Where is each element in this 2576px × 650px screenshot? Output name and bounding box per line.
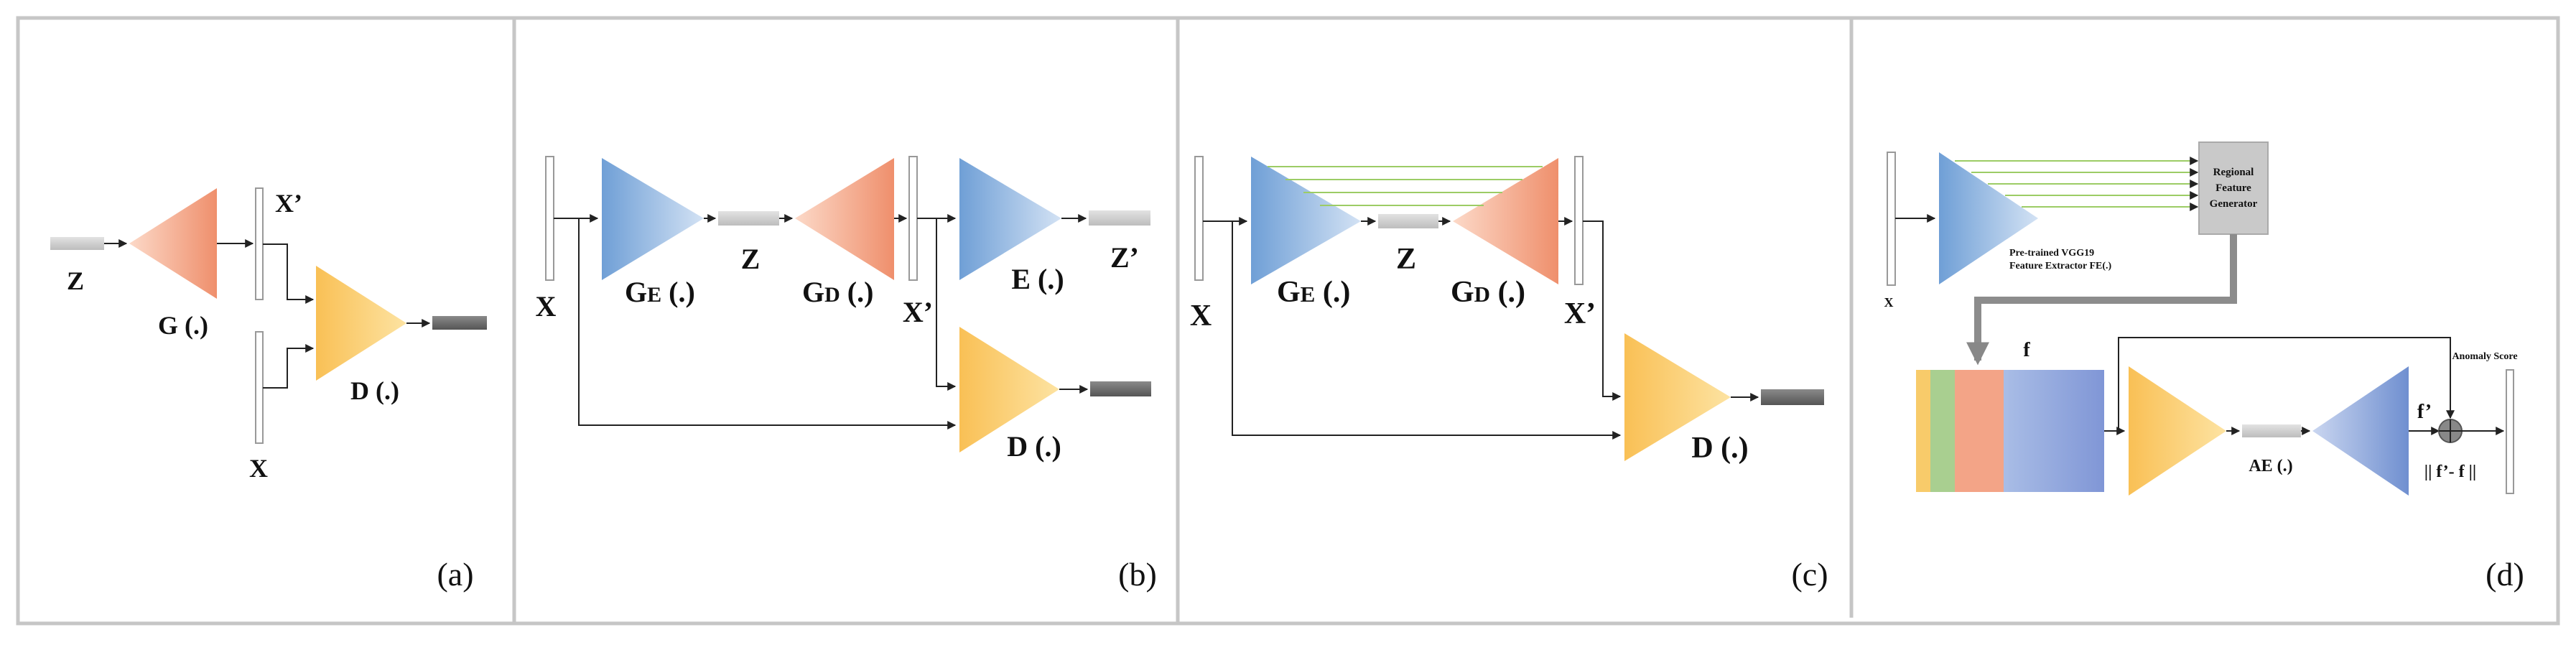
regional-label-line1: Regional (2213, 167, 2254, 178)
ge-label-sub: E (647, 283, 661, 307)
ae-latent-bar (2242, 424, 2301, 437)
feature-stack (1916, 370, 2104, 492)
z-label: Z (67, 266, 84, 295)
arrow-x-to-d (263, 344, 315, 389)
feature-map-blue (2004, 370, 2104, 492)
f-label: f (2023, 339, 2030, 361)
x-label: X (249, 454, 268, 483)
gd-label: GD (.) (1451, 276, 1525, 309)
feature-flow-arrow (1966, 234, 2237, 366)
panel-d-caption: (d) (2486, 556, 2524, 593)
decoder-gd-triangle (1453, 158, 1558, 284)
x-label: X (1190, 300, 1212, 333)
panel-c: X GE (.) Z GD (.) X’ D (.) (c) (1190, 156, 1828, 593)
diff-label: || f’- f || (2424, 463, 2476, 481)
ge-label-sub: E (1301, 282, 1316, 307)
discriminator-triangle (959, 327, 1059, 452)
generated-image-xprime (255, 187, 264, 300)
gd-label-sub: D (824, 283, 840, 307)
regional-label-line3: Generator (2210, 198, 2258, 210)
encoder-ge-triangle (1251, 157, 1361, 284)
ge-label-tail: (.) (1315, 276, 1350, 309)
ge-label: GE (.) (1277, 276, 1350, 309)
gd-label-tail: (.) (840, 276, 874, 308)
z-label: Z (1396, 243, 1416, 276)
arrow-xprime-to-d (263, 243, 315, 304)
encoder-ge-triangle (602, 158, 704, 280)
panel-d: Regional Feature Generator Pre-trained V… (1884, 141, 2524, 593)
anomaly-score-bar (2506, 369, 2514, 494)
ae-encoder-triangle (2129, 366, 2226, 496)
discriminator-label: D (.) (350, 376, 399, 405)
feature-map-green (1930, 370, 1956, 492)
arrow-f-to-diff (2118, 337, 2455, 431)
ge-label: GE (.) (625, 276, 695, 308)
feature-map-yellow (1916, 370, 1932, 492)
real-image-x (255, 331, 264, 444)
zprime-label: Z’ (1110, 241, 1139, 274)
latent-zprime-bar (1089, 210, 1150, 226)
xprime-label: X’ (275, 189, 302, 218)
arrow-x-to-d (578, 218, 957, 430)
gd-label: GD (.) (802, 276, 873, 308)
encoder-e-triangle (959, 158, 1061, 280)
fprime-label: f’ (2417, 401, 2432, 423)
ge-label-main: G (625, 276, 647, 308)
input-image-x (1887, 152, 1896, 286)
discriminator-label: D (.) (1691, 432, 1748, 465)
discriminator-triangle (316, 266, 406, 381)
panel-a-caption: (a) (437, 556, 473, 593)
panel-a: Z G (.) X’ D (.) X (a) (50, 187, 487, 593)
input-image-x (1194, 156, 1204, 281)
anomaly-score-label: Anomaly Score (2452, 351, 2517, 362)
regional-label-line2: Feature (2215, 182, 2251, 194)
feature-map-orange (1955, 370, 2005, 492)
arrow-xprime-to-d (1583, 220, 1622, 401)
ae-label: AE (.) (2249, 457, 2292, 475)
regional-feature-generator-box (2198, 141, 2269, 235)
ge-label-tail: (.) (661, 276, 695, 308)
gd-label-sub: D (1474, 282, 1490, 307)
xprime-label: X’ (1564, 297, 1596, 330)
input-image-x (545, 156, 554, 281)
x-label: X (536, 290, 557, 322)
arrow-x-to-d (1232, 221, 1622, 440)
gd-label-main: G (1451, 276, 1474, 309)
latent-z-bar (718, 211, 779, 226)
panel-b: X GE (.) Z GD (.) X’ E (.) Z’ D (.) (b) (536, 156, 1157, 593)
z-label: Z (741, 243, 761, 275)
panel-b-caption: (b) (1118, 556, 1157, 593)
ge-label-main: G (1277, 276, 1301, 309)
reconstructed-image-xprime (1574, 156, 1584, 285)
discriminator-triangle (1624, 333, 1731, 461)
ae-decoder-triangle (2312, 366, 2409, 496)
output-score-bar (432, 316, 487, 330)
latent-z-bar (1378, 214, 1438, 228)
encoder-label: E (.) (1011, 263, 1064, 295)
output-score-bar (1090, 381, 1151, 396)
skip-connections (1268, 166, 1543, 206)
feature-taps (1955, 157, 2199, 211)
latent-z-bar (50, 237, 104, 250)
arrow-xprime-to-d (936, 218, 957, 391)
reconstructed-image-xprime (908, 156, 918, 281)
vgg-label-line2: Feature Extractor FE(.) (2009, 261, 2111, 271)
output-score-bar (1761, 389, 1824, 405)
panel-c-caption: (c) (1791, 556, 1828, 593)
generator-label: G (.) (158, 311, 208, 340)
gd-label-tail: (.) (1490, 276, 1525, 309)
discriminator-label: D (.) (1007, 430, 1061, 463)
vgg-label-line1: Pre-trained VGG19 (2009, 248, 2094, 259)
generator-triangle (129, 188, 217, 299)
vgg19-feature-extractor-triangle (1939, 152, 2038, 284)
xprime-label: X’ (903, 296, 933, 328)
x-label: X (1884, 295, 1894, 310)
decoder-gd-triangle (795, 158, 894, 280)
gd-label-main: G (802, 276, 824, 308)
